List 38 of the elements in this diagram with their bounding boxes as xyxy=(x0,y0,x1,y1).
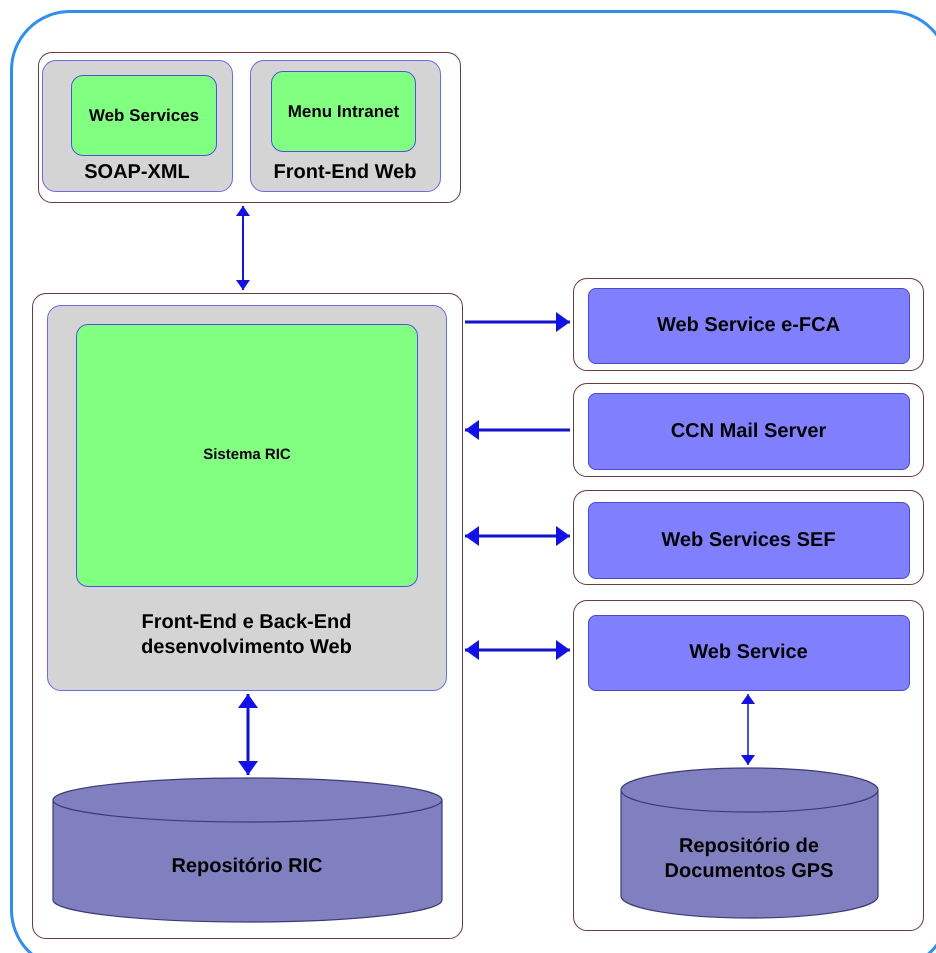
container-panel xyxy=(32,293,463,939)
service-box xyxy=(588,288,910,364)
node-label: Web Service e-FCA xyxy=(656,313,840,338)
node-label: Sistema RIC xyxy=(203,446,291,465)
service-box xyxy=(588,392,910,470)
database-cylinder xyxy=(620,768,878,918)
container-panel xyxy=(573,600,924,931)
layer-box xyxy=(46,304,446,690)
system-boundary xyxy=(10,10,936,953)
arrow xyxy=(236,206,250,290)
arrow xyxy=(465,640,570,660)
layer-box xyxy=(250,60,440,192)
node-label: Front-End Web xyxy=(274,160,416,184)
node-label: Menu Intranet xyxy=(288,100,400,122)
service-box xyxy=(588,502,910,578)
node-label: Web Services xyxy=(88,104,200,126)
component-box xyxy=(76,324,418,587)
layer-box xyxy=(42,60,232,192)
node-label: Web Services SEF xyxy=(661,528,836,552)
component-box xyxy=(71,75,217,156)
component-box xyxy=(271,71,416,152)
container-panel xyxy=(573,490,924,585)
node-label: Front-End e Back-End desenvolvimento Web xyxy=(140,610,353,660)
arrow xyxy=(238,694,258,775)
arrow xyxy=(741,694,755,765)
database-cylinder xyxy=(52,778,442,922)
node-label: Web Service xyxy=(689,640,808,665)
arrow xyxy=(465,312,570,332)
node-label: CCN Mail Server xyxy=(670,418,826,444)
container-panel xyxy=(573,383,924,477)
node-label: Repositório RIC xyxy=(171,854,323,878)
container-panel xyxy=(573,278,924,371)
service-box xyxy=(588,614,910,690)
container-panel xyxy=(38,52,461,203)
arrow xyxy=(465,526,570,546)
node-label: Repositório de Documentos GPS xyxy=(664,834,834,884)
arrow xyxy=(465,420,570,440)
node-label: SOAP-XML xyxy=(84,160,190,184)
